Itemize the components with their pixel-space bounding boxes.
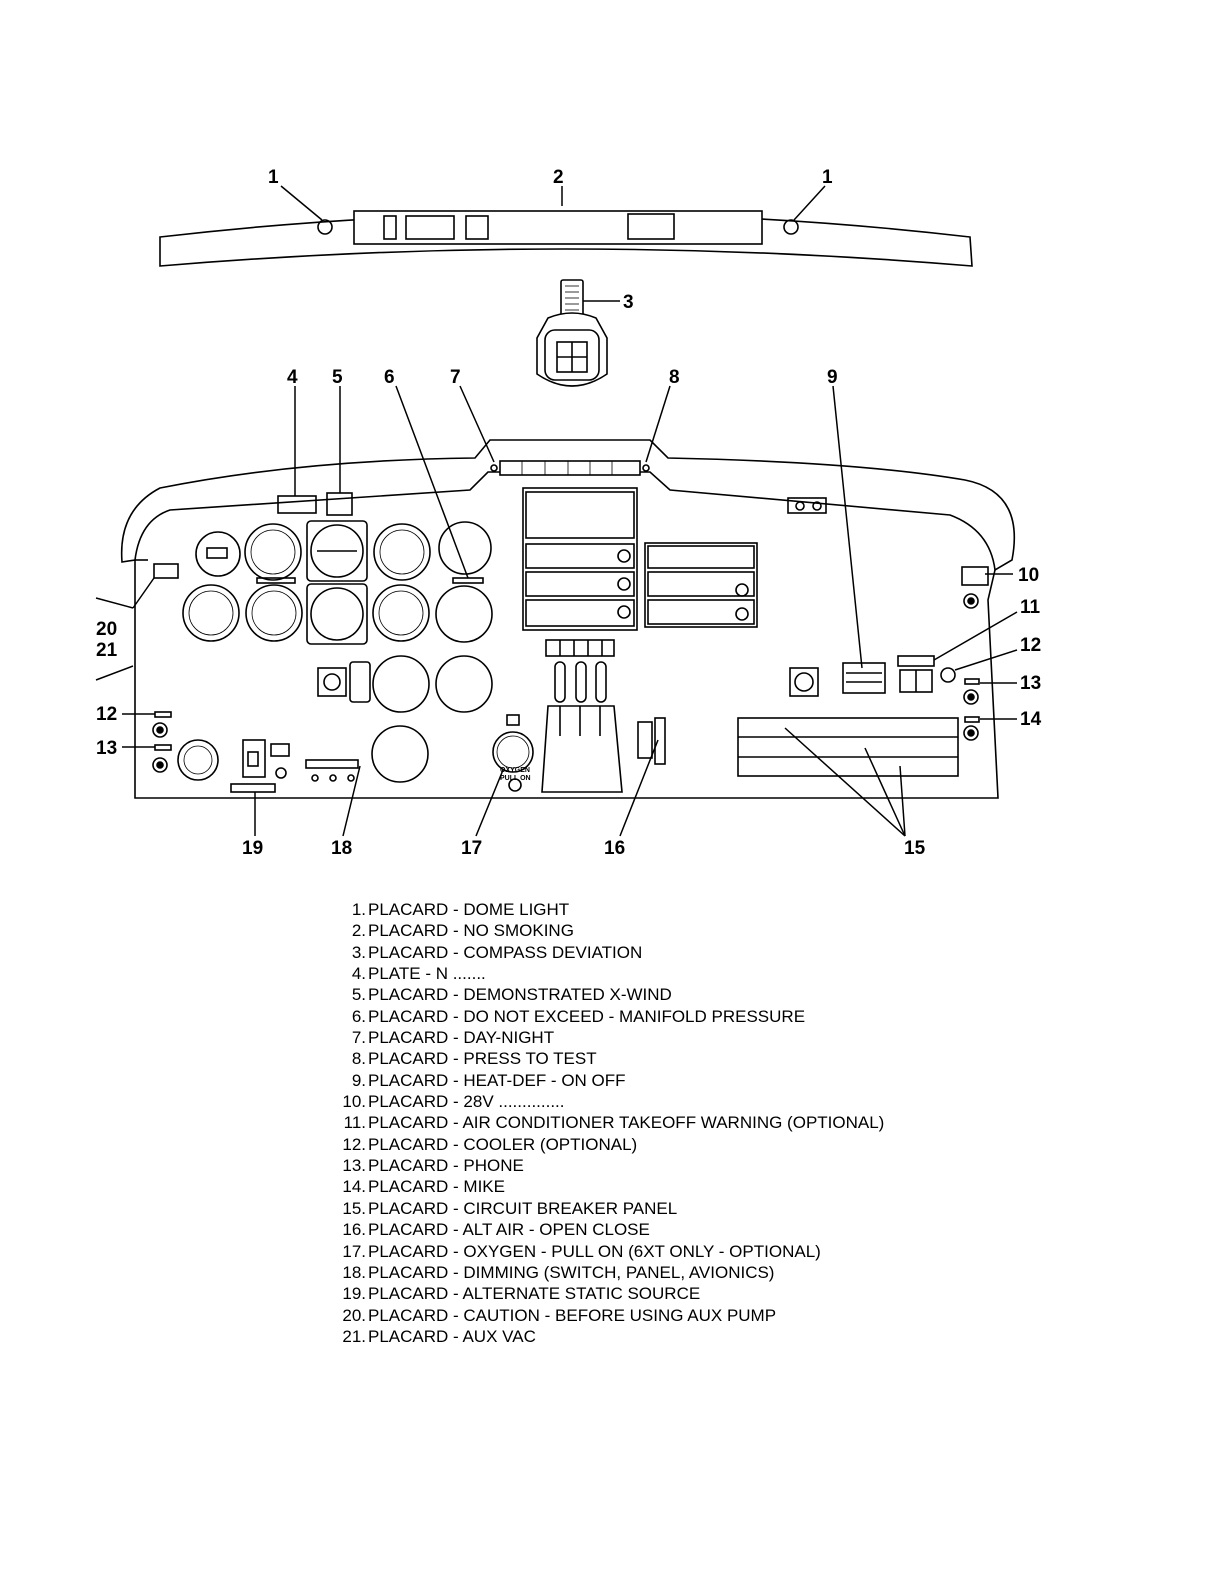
legend-number: 20. xyxy=(342,1305,366,1325)
legend-number: 11. xyxy=(343,1113,366,1133)
legend-item: 6.PLACARD - DO NOT EXCEED - MANIFOLD PRE… xyxy=(336,1006,976,1027)
callout-2: 2 xyxy=(553,167,564,188)
legend-item: 5.PLACARD - DEMONSTRATED X-WIND xyxy=(336,984,976,1005)
legend-item: 12.PLACARD - COOLER (OPTIONAL) xyxy=(336,1134,976,1155)
legend-number: 10. xyxy=(342,1092,366,1112)
callout-21: 21 xyxy=(96,640,118,661)
legend-item: 2.PLACARD - NO SMOKING xyxy=(336,920,976,941)
legend-number: 17. xyxy=(342,1241,366,1261)
magnetic-compass xyxy=(536,279,608,387)
callout-15: 15 xyxy=(904,838,926,859)
legend-text: PLACARD - CIRCUIT BREAKER PANEL xyxy=(368,1198,678,1218)
callout-18: 18 xyxy=(331,838,352,859)
legend-text: PLACARD - MIKE xyxy=(368,1177,505,1197)
legend-number: 19. xyxy=(342,1284,366,1304)
legend-item: 20.PLACARD - CAUTION - BEFORE USING AUX … xyxy=(336,1305,976,1326)
legend-number: 21. xyxy=(342,1326,366,1346)
legend-item: 10.PLACARD - 28V .............. xyxy=(336,1091,976,1112)
pull-on-label: PULL ON xyxy=(500,775,531,782)
callout-16: 16 xyxy=(604,838,625,859)
legend-text: PLACARD - AIR CONDITIONER TAKEOFF WARNIN… xyxy=(368,1113,885,1133)
legend-number: 12. xyxy=(342,1134,366,1154)
legend-text: PLACARD - ALTERNATE STATIC SOURCE xyxy=(368,1284,701,1304)
legend-text: PLACARD - DO NOT EXCEED - MANIFOLD PRESS… xyxy=(368,1006,806,1026)
callout-13-left: 13 xyxy=(96,738,117,759)
legend-item: 1.PLACARD - DOME LIGHT xyxy=(336,899,976,920)
callout-19: 19 xyxy=(242,838,263,859)
legend-number: 18. xyxy=(342,1262,366,1282)
leader-lines xyxy=(95,185,1018,837)
legend-text: PLACARD - DOME LIGHT xyxy=(368,900,570,919)
legend-number: 14. xyxy=(342,1177,366,1197)
legend-text: PLACARD - PHONE xyxy=(368,1156,524,1176)
legend-text: PLACARD - DAY-NIGHT xyxy=(368,1028,555,1048)
legend-text: PLACARD - COOLER (OPTIONAL) xyxy=(368,1134,638,1154)
callout-12-left: 12 xyxy=(96,704,117,725)
callout-8: 8 xyxy=(669,367,680,388)
callout-11: 11 xyxy=(1020,597,1041,618)
callout-3: 3 xyxy=(623,292,634,313)
callout-13-right: 13 xyxy=(1020,673,1041,694)
legend-text: PLACARD - COMPASS DEVIATION xyxy=(368,942,643,962)
legend-number: 3. xyxy=(351,942,366,962)
legend-number: 8. xyxy=(351,1049,366,1069)
legend-item: 15.PLACARD - CIRCUIT BREAKER PANEL xyxy=(336,1198,976,1219)
legend-number: 7. xyxy=(351,1028,366,1048)
legend-item: 11.PLACARD - AIR CONDITIONER TAKEOFF WAR… xyxy=(336,1112,976,1133)
oxygen-label: OXYGEN xyxy=(500,767,530,774)
legend-text: PLATE - N ....... xyxy=(368,964,486,984)
legend-number: 2. xyxy=(351,921,366,941)
legend-item: 13.PLACARD - PHONE xyxy=(336,1155,976,1176)
overhead-console xyxy=(159,210,973,267)
legend-text: PLACARD - PRESS TO TEST xyxy=(368,1049,597,1069)
legend-number: 13. xyxy=(342,1156,366,1176)
callout-5: 5 xyxy=(332,367,343,388)
legend-text: PLACARD - DEMONSTRATED X-WIND xyxy=(368,985,672,1005)
legend-number: 15. xyxy=(342,1198,366,1218)
legend-item: 18.PLACARD - DIMMING (SWITCH, PANEL, AVI… xyxy=(336,1262,976,1283)
legend-number: 9. xyxy=(351,1070,366,1090)
callout-20: 20 xyxy=(96,619,117,640)
legend-number: 1. xyxy=(351,900,366,919)
callout-7: 7 xyxy=(450,367,461,388)
legend-text: PLACARD - AUX VAC xyxy=(368,1326,536,1346)
callout-4: 4 xyxy=(287,367,298,388)
legend-number: 5. xyxy=(351,985,366,1005)
legend-text: PLACARD - HEAT-DEF - ON OFF xyxy=(368,1070,626,1090)
callout-14: 14 xyxy=(1020,709,1042,730)
callout-6: 6 xyxy=(384,367,395,388)
legend-item: 8.PLACARD - PRESS TO TEST xyxy=(336,1048,976,1069)
legend-number: 6. xyxy=(351,1006,366,1026)
legend-text: PLACARD - ALT AIR - OPEN CLOSE xyxy=(368,1220,650,1240)
legend-text: PLACARD - OXYGEN - PULL ON (6XT ONLY - O… xyxy=(368,1241,821,1261)
callout-9: 9 xyxy=(827,367,838,388)
legend-item: 21.PLACARD - AUX VAC xyxy=(336,1326,976,1347)
callout-17: 17 xyxy=(461,838,482,859)
callout-12-right: 12 xyxy=(1020,635,1041,656)
callout-1-left: 1 xyxy=(268,167,279,188)
callout-1-right: 1 xyxy=(822,167,833,188)
instrument-panel-diagram: OXYGEN PULL ON 1 2 1 3 4 5 6 7 8 9 10 11… xyxy=(95,167,1042,859)
legend-number: 4. xyxy=(351,964,366,984)
callout-10: 10 xyxy=(1018,565,1039,586)
legend-item: 16.PLACARD - ALT AIR - OPEN CLOSE xyxy=(336,1219,976,1240)
flight-instruments xyxy=(182,520,493,783)
instrument-panel xyxy=(120,439,1016,799)
legend-item: 7.PLACARD - DAY-NIGHT xyxy=(336,1027,976,1048)
legend-item: 17.PLACARD - OXYGEN - PULL ON (6XT ONLY … xyxy=(336,1241,976,1262)
legend-item: 9.PLACARD - HEAT-DEF - ON OFF xyxy=(336,1070,976,1091)
legend-item: 19.PLACARD - ALTERNATE STATIC SOURCE xyxy=(336,1283,976,1304)
legend-item: 4.PLATE - N ....... xyxy=(336,963,976,984)
legend-text: PLACARD - DIMMING (SWITCH, PANEL, AVIONI… xyxy=(368,1262,775,1282)
legend-text: PLACARD - CAUTION - BEFORE USING AUX PUM… xyxy=(368,1305,777,1325)
avionics-stack xyxy=(522,487,827,631)
legend-text: PLACARD - 28V .............. xyxy=(368,1092,565,1112)
legend-number: 16. xyxy=(342,1220,366,1240)
legend-text: PLACARD - NO SMOKING xyxy=(368,921,574,941)
engine-controls xyxy=(541,639,666,793)
lower-panel xyxy=(152,563,989,793)
legend-item: 3.PLACARD - COMPASS DEVIATION xyxy=(336,942,976,963)
legend-item: 14.PLACARD - MIKE xyxy=(336,1176,976,1197)
